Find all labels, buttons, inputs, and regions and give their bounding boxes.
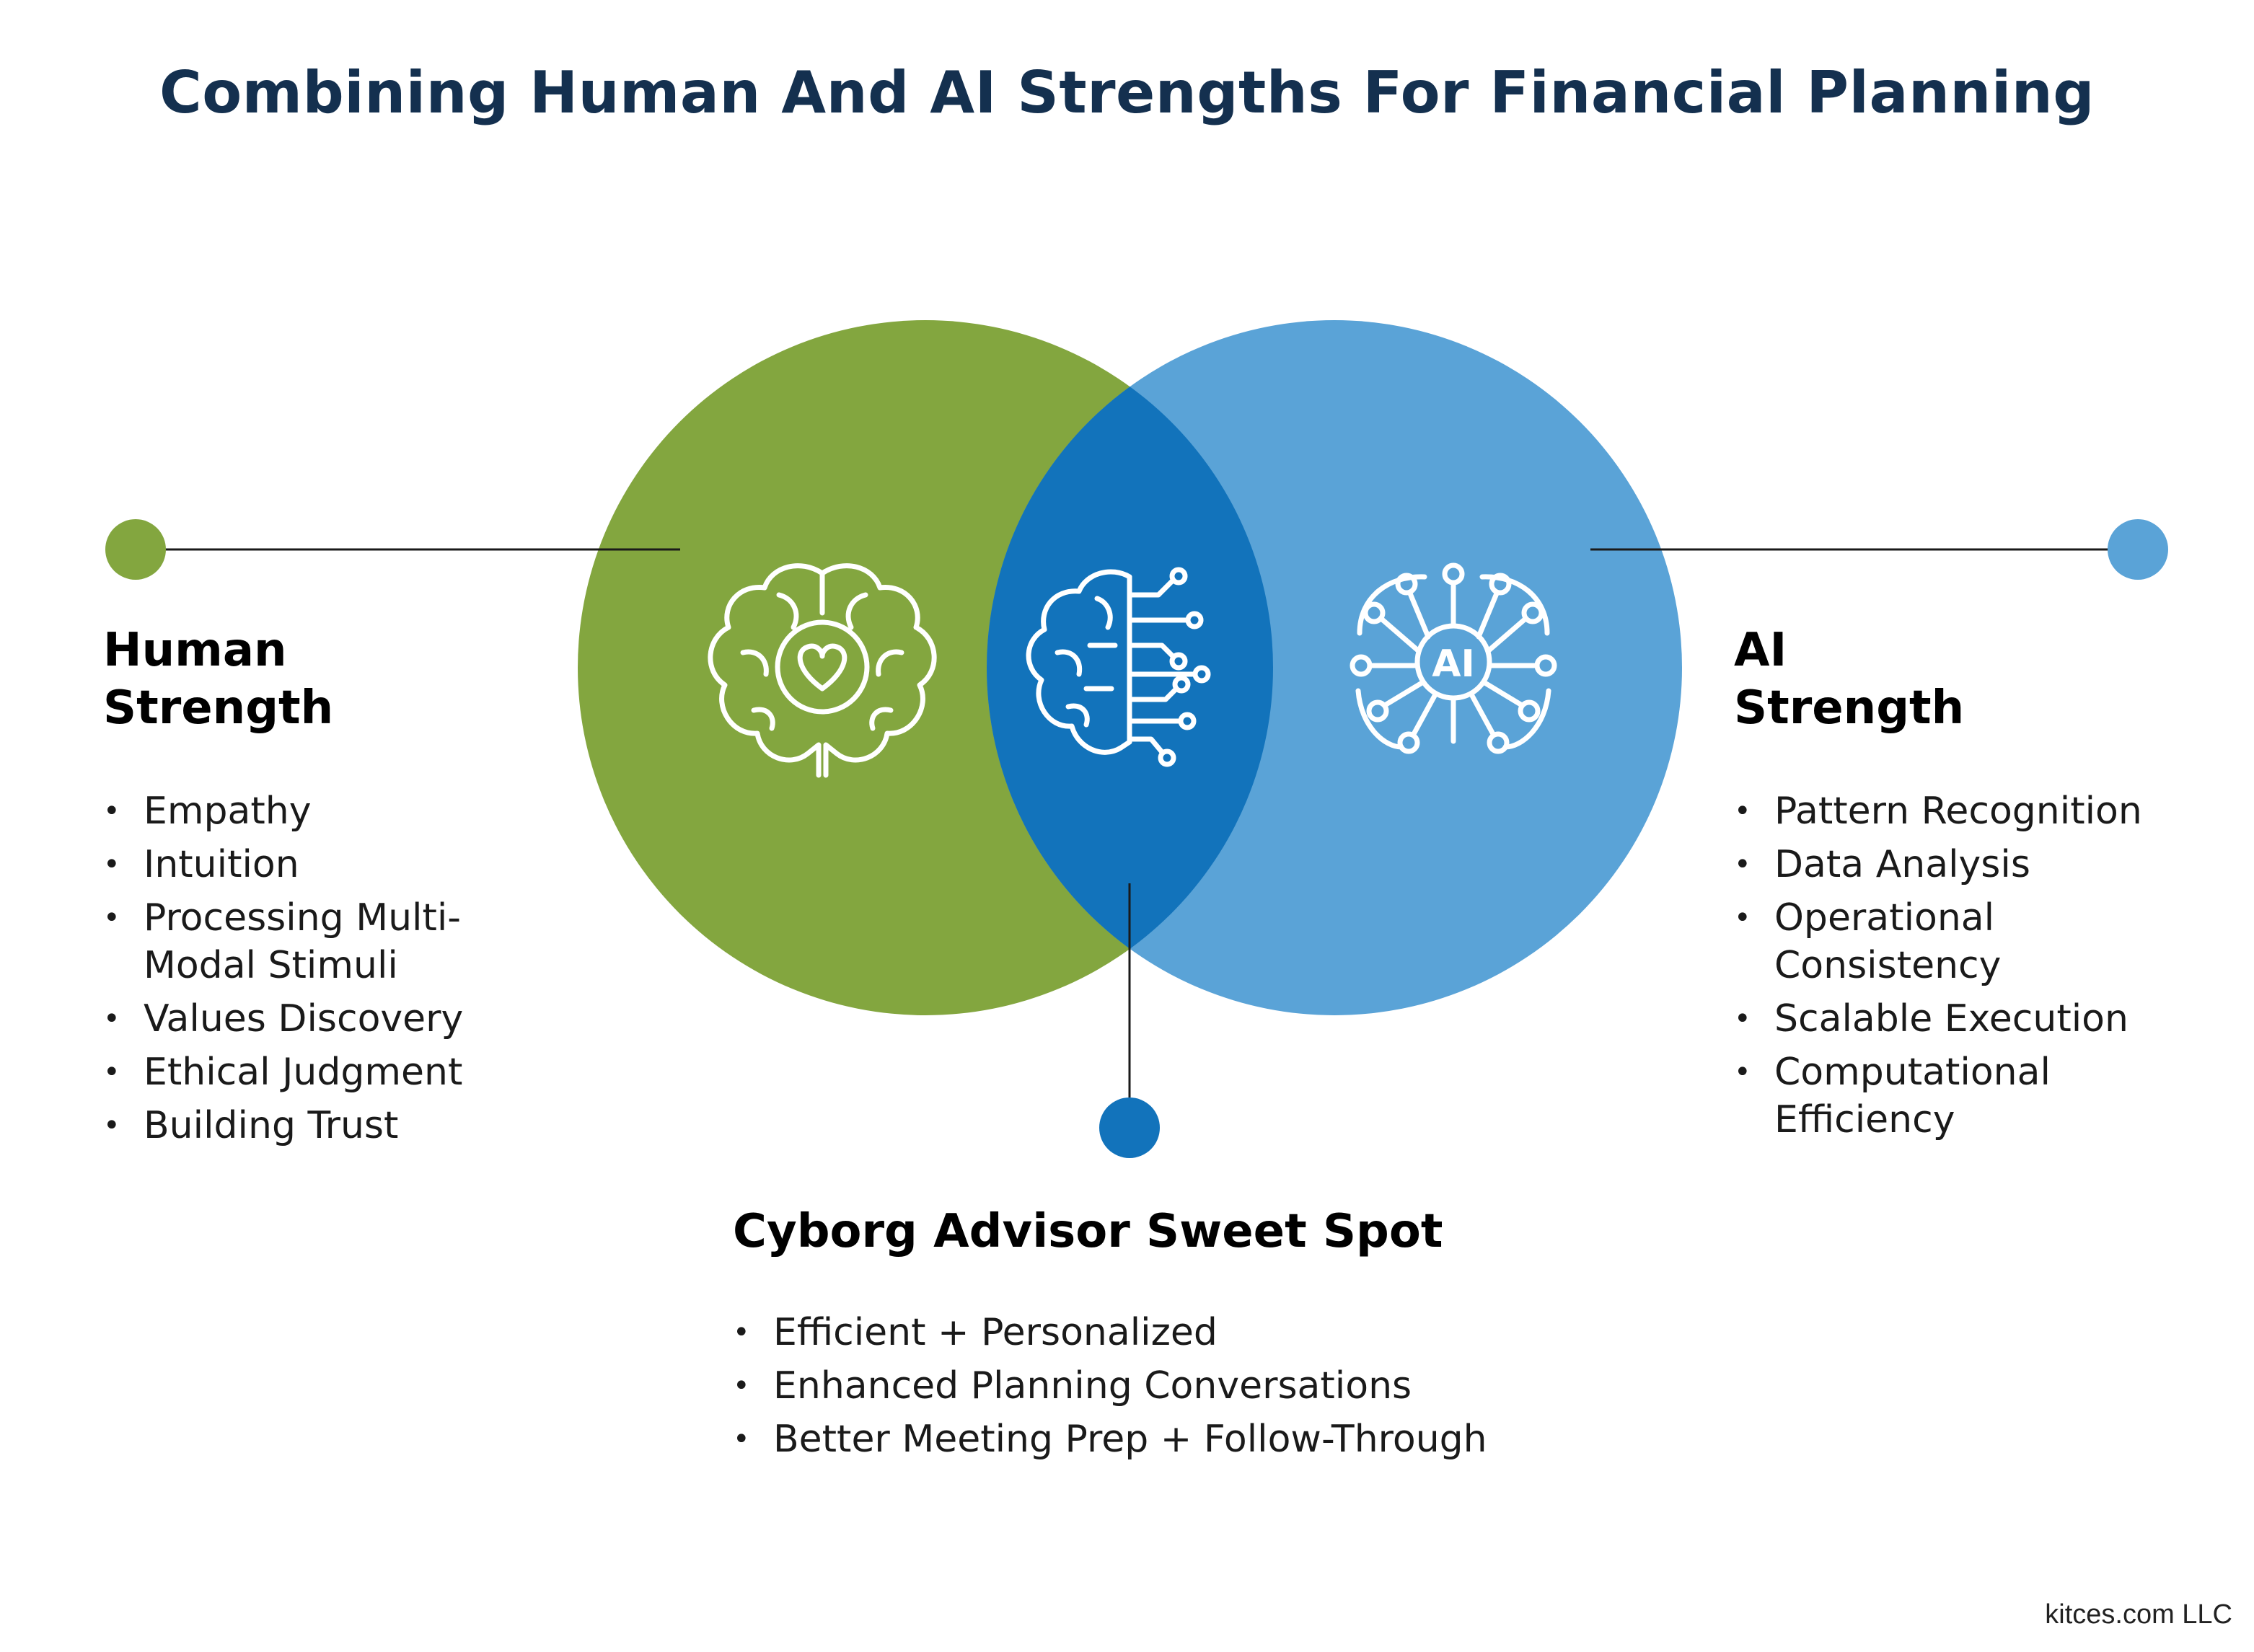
list-item: Pattern Recognition: [1734, 787, 2196, 835]
sweet-spot-connector: [1099, 883, 1160, 1158]
list-item: Intuition: [103, 841, 565, 888]
list-item: Computational Efficiency: [1734, 1048, 2196, 1144]
list-item: Building Trust: [103, 1102, 565, 1149]
human-strength-heading: Human Strength: [103, 622, 333, 737]
human-heading-line2: Strength: [103, 681, 334, 735]
human-heading-line1: Human: [103, 624, 287, 677]
list-item: Operational Consistency: [1734, 894, 2196, 989]
list-item: Better Meeting Prep + Follow-Through: [733, 1415, 1670, 1463]
list-item: Values Discovery: [103, 995, 565, 1043]
list-item: Enhanced Planning Conversations: [733, 1362, 1670, 1410]
ai-dot: [2108, 519, 2168, 580]
overlap-region: [987, 320, 1273, 1015]
brain-heart-icon: [708, 563, 937, 778]
ai-strength-list: Pattern Recognition Data Analysis Operat…: [1734, 787, 2196, 1149]
list-item: Data Analysis: [1734, 841, 2196, 888]
sweet-spot-heading: Cyborg Advisor Sweet Spot: [733, 1205, 1443, 1258]
human-connector: [105, 519, 680, 580]
ai-heading-line2: Strength: [1734, 681, 1965, 735]
list-item: Processing Multi-Modal Stimuli: [103, 894, 565, 989]
sweet-spot-list: Efficient + Personalized Enhanced Planni…: [733, 1309, 1670, 1469]
list-item: Empathy: [103, 787, 565, 835]
ai-heading-line1: AI: [1734, 624, 1787, 677]
ai-icon-label: AI: [1432, 642, 1475, 686]
ai-connector: [1590, 519, 2168, 580]
list-item: Scalable Execution: [1734, 995, 2196, 1043]
brain-circuit-icon: [1026, 567, 1211, 767]
footer-credit: kitces.com LLC: [2045, 1599, 2232, 1630]
ai-brain-network-icon: [1350, 562, 1557, 754]
page-title: Combining Human And AI Strengths For Fin…: [159, 59, 2095, 126]
ai-strength-heading: AI Strength: [1734, 622, 1964, 737]
list-item: Efficient + Personalized: [733, 1309, 1670, 1356]
human-dot: [105, 519, 166, 580]
human-strength-list: Empathy Intuition Processing Multi-Modal…: [103, 787, 565, 1155]
list-item: Ethical Judgment: [103, 1048, 565, 1096]
sweet-spot-dot: [1099, 1097, 1160, 1158]
